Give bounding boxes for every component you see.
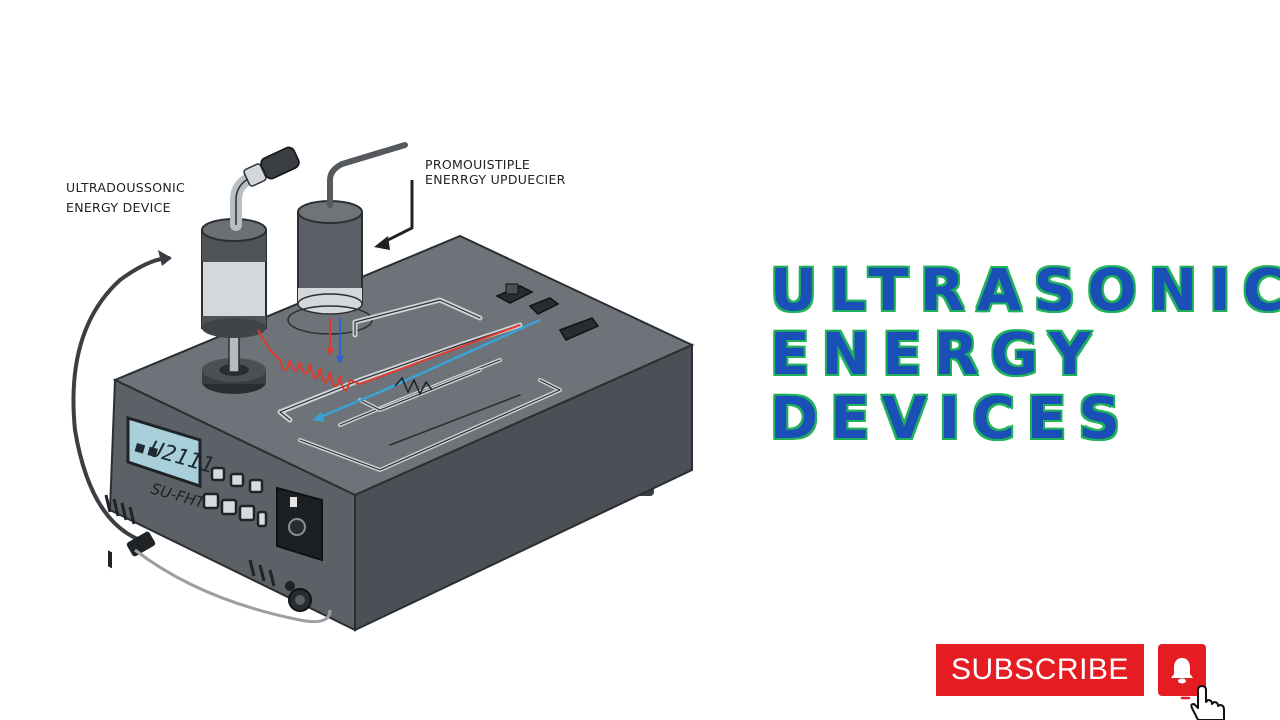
left-transducer <box>201 218 267 338</box>
lcd-screen <box>126 415 202 489</box>
device-right-face <box>354 343 693 632</box>
label-right-line1: PROMOUISTIPLE <box>425 157 530 172</box>
hand-cursor-icon <box>1180 680 1225 720</box>
title-line-2: ENERGY <box>769 320 1103 388</box>
subscribe-button[interactable]: SUBSCRIBE <box>936 644 1144 696</box>
control-buttons <box>202 466 268 528</box>
page-title: ULTRASONIC ENERGY DEVICES <box>769 256 1280 452</box>
blue-energy-line <box>317 318 541 420</box>
red-energy-wave <box>257 324 521 391</box>
right-transducer <box>297 200 363 315</box>
bell-icon <box>1171 658 1193 684</box>
label-left-line2: ENERGY DEVICE <box>66 200 171 215</box>
subscribe-label: SUBSCRIBE <box>951 653 1129 686</box>
label-left-line1: ULTRADOUSSONIC <box>66 180 185 195</box>
circuit-paths <box>277 297 562 472</box>
title-line-3: DEVICES <box>769 384 1133 452</box>
device-illustration: ▪▪ U2111 SU-FHT <box>66 142 695 632</box>
title-line-1: ULTRASONIC <box>769 256 1280 324</box>
label-right-line2: ENERRGY UPDUECIER <box>425 172 566 187</box>
